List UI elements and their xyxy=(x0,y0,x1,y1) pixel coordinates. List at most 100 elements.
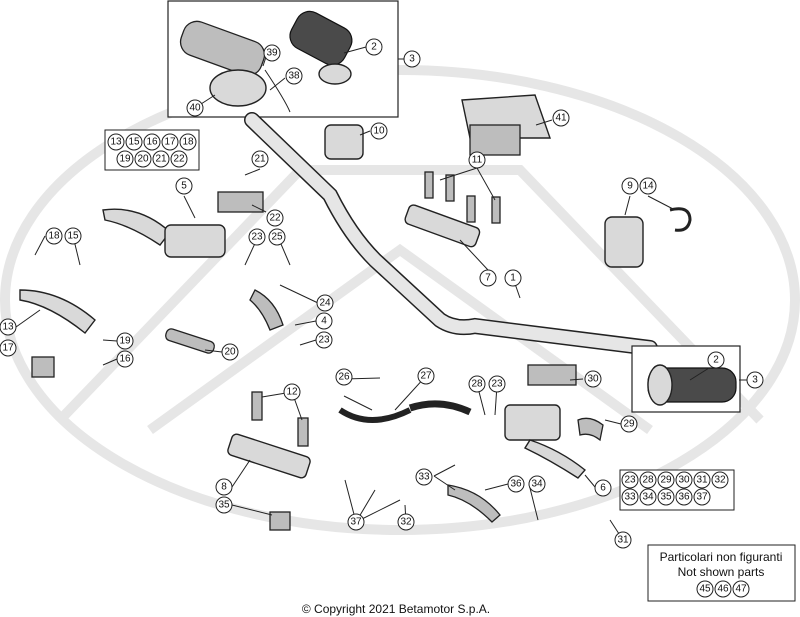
svg-text:33: 33 xyxy=(418,472,430,483)
svg-text:29: 29 xyxy=(660,475,672,486)
callout-1: 1 xyxy=(504,269,522,287)
callout-29: 29 xyxy=(620,415,638,433)
part-number-19: 19 xyxy=(116,150,134,168)
light-switch xyxy=(604,207,692,268)
callout-10: 10 xyxy=(370,122,388,140)
part-number-17: 17 xyxy=(161,133,179,151)
callout-32: 32 xyxy=(397,513,415,531)
svg-text:10: 10 xyxy=(373,126,385,137)
svg-text:9: 9 xyxy=(627,181,633,192)
part-number-45: 45 xyxy=(696,580,714,598)
svg-text:24: 24 xyxy=(319,298,331,309)
part-number-23: 23 xyxy=(621,471,639,489)
svg-text:34: 34 xyxy=(531,479,543,490)
right-grip xyxy=(631,345,741,413)
callout-11: 11 xyxy=(468,151,486,169)
svg-text:33: 33 xyxy=(624,492,636,503)
callout-5: 5 xyxy=(175,177,193,195)
part-number-16: 16 xyxy=(143,133,161,151)
svg-text:22: 22 xyxy=(173,154,185,165)
callout-8: 8 xyxy=(215,478,233,496)
svg-text:2: 2 xyxy=(371,42,377,53)
part-number-33: 33 xyxy=(621,488,639,506)
callout-36: 36 xyxy=(507,475,525,493)
callout-38: 38 xyxy=(285,67,303,85)
svg-text:40: 40 xyxy=(189,103,201,114)
callout-22: 22 xyxy=(266,209,284,227)
callout-19: 19 xyxy=(116,332,134,350)
svg-text:25: 25 xyxy=(271,232,283,243)
svg-text:22: 22 xyxy=(269,213,281,224)
not-shown-label-it: Particolari non figuranti xyxy=(660,550,783,564)
callouts: 1 2 2 3 3 4 5 6 7 8 9 10 11 12 13 14 15 … xyxy=(0,38,764,549)
part-number-21: 21 xyxy=(152,150,170,168)
svg-text:39: 39 xyxy=(266,48,278,59)
svg-text:41: 41 xyxy=(555,113,567,124)
kill-switch xyxy=(324,124,364,160)
callout-28: 28 xyxy=(468,375,486,393)
callout-3: 3 xyxy=(403,50,421,68)
svg-text:8: 8 xyxy=(221,482,227,493)
svg-text:15: 15 xyxy=(128,137,140,148)
callout-7: 7 xyxy=(479,269,497,287)
svg-text:3: 3 xyxy=(409,54,415,65)
dashboard xyxy=(461,94,551,156)
part-number-34: 34 xyxy=(639,488,657,506)
callout-2: 2 xyxy=(365,38,383,56)
callout-23: 23 xyxy=(248,228,266,246)
svg-text:11: 11 xyxy=(472,155,483,166)
svg-text:31: 31 xyxy=(617,535,629,546)
svg-text:3: 3 xyxy=(752,375,758,386)
callout-30: 30 xyxy=(584,370,602,388)
svg-text:37: 37 xyxy=(350,517,362,528)
callout-15: 15 xyxy=(64,227,82,245)
callout-6: 6 xyxy=(594,479,612,497)
callout-40: 40 xyxy=(186,99,204,117)
not-shown-label-en: Not shown parts xyxy=(678,565,765,579)
callout-14: 14 xyxy=(639,177,657,195)
callout-3: 3 xyxy=(746,371,764,389)
callout-4: 4 xyxy=(315,312,333,330)
callout-34: 34 xyxy=(528,475,546,493)
svg-text:21: 21 xyxy=(155,154,167,165)
svg-text:23: 23 xyxy=(318,335,330,346)
svg-text:12: 12 xyxy=(286,387,298,398)
svg-text:28: 28 xyxy=(642,475,654,486)
callout-23: 23 xyxy=(315,331,333,349)
svg-text:36: 36 xyxy=(510,479,522,490)
svg-text:26: 26 xyxy=(338,372,350,383)
lower-clamp xyxy=(31,328,311,531)
callout-23: 23 xyxy=(488,375,506,393)
svg-text:14: 14 xyxy=(642,181,654,192)
callout-2: 2 xyxy=(707,351,725,369)
svg-text:17: 17 xyxy=(164,137,176,148)
part-number-30: 30 xyxy=(675,471,693,489)
callout-18: 18 xyxy=(45,227,63,245)
svg-text:7: 7 xyxy=(485,273,491,284)
svg-text:29: 29 xyxy=(623,419,635,430)
callout-13: 13 xyxy=(0,318,17,336)
svg-text:6: 6 xyxy=(600,483,606,494)
callout-31: 31 xyxy=(614,531,632,549)
clutch-lever-assembly xyxy=(19,191,284,334)
callout-9: 9 xyxy=(621,177,639,195)
svg-text:37: 37 xyxy=(696,492,708,503)
svg-text:23: 23 xyxy=(624,475,636,486)
svg-text:18: 18 xyxy=(48,231,60,242)
svg-text:32: 32 xyxy=(714,475,726,486)
part-number-37: 37 xyxy=(693,488,711,506)
callout-21: 21 xyxy=(251,150,269,168)
svg-text:47: 47 xyxy=(735,584,747,595)
svg-text:28: 28 xyxy=(471,379,483,390)
svg-text:16: 16 xyxy=(119,354,131,365)
part-number-28: 28 xyxy=(639,471,657,489)
part-number-22: 22 xyxy=(170,150,188,168)
svg-text:19: 19 xyxy=(119,154,131,165)
callout-12: 12 xyxy=(283,383,301,401)
callout-16: 16 xyxy=(116,350,134,368)
part-number-15: 15 xyxy=(125,133,143,151)
part-number-18: 18 xyxy=(179,133,197,151)
svg-text:34: 34 xyxy=(642,492,654,503)
